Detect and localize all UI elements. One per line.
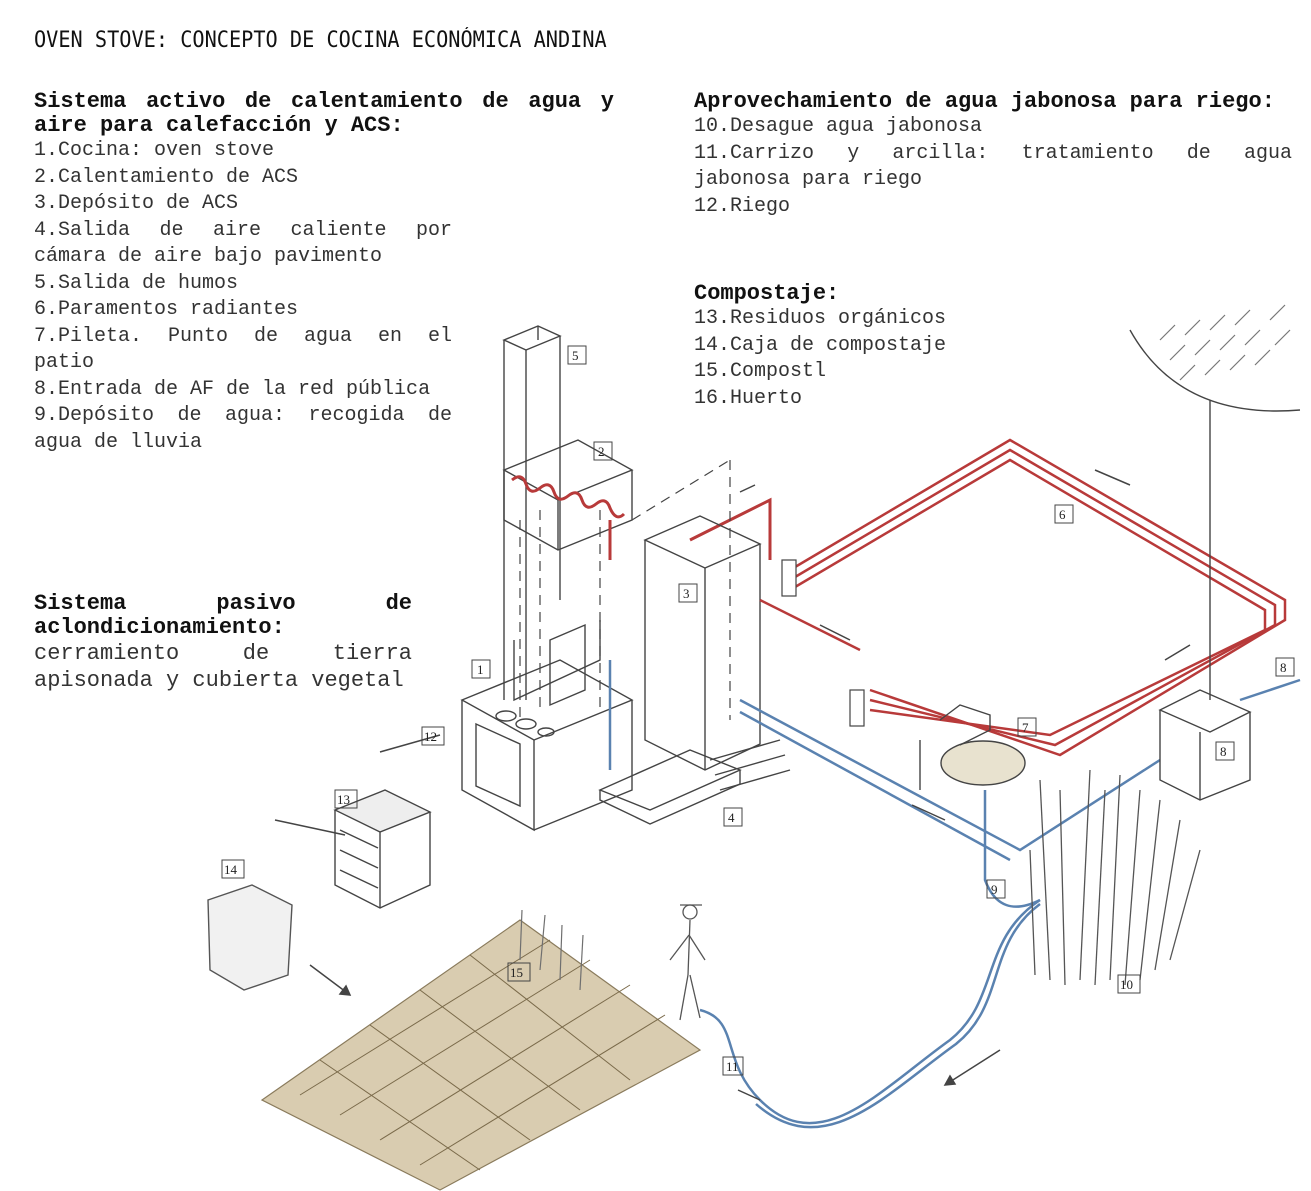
legend-item: 3.Depósito de ACS	[34, 192, 239, 215]
legend-item: 8.Entrada de AF de la red pública	[34, 377, 431, 401]
callout-7: 7	[1022, 720, 1029, 735]
radiant-wall-pipes	[759, 438, 1287, 757]
compost-bin	[333, 789, 432, 909]
legend-item: 5.Salida de humos	[34, 271, 239, 295]
soapy-water-heading: Aprovechamiento de agua jabonosa para ri…	[694, 89, 1275, 114]
legend-item: 13.Residuos orgánicos	[694, 307, 947, 330]
sink-basin	[919, 704, 1026, 790]
legend-item: 7.Pileta. Punto de agua en el patio	[34, 324, 452, 375]
compost-legend: Compostaje: 13.Residuos orgánicos 14.Caj…	[694, 282, 1094, 412]
callout-labels: 5 2 3 1 4 6 7 8 9 10 11 12 13 14 15 8	[221, 345, 1295, 1076]
legend-item: 4.Salida de aire caliente por cámara de …	[34, 218, 452, 269]
dashed-flue	[519, 459, 731, 720]
callout-8: 8	[1220, 744, 1227, 759]
legend-item: 16.Huerto	[694, 386, 803, 410]
radiant-manifolds	[781, 559, 865, 727]
compost-bag	[207, 884, 293, 991]
rain-marks	[1159, 304, 1291, 381]
callout-9: 9	[991, 882, 998, 897]
legend-item: 14.Caja de compostaje	[694, 333, 947, 357]
callout-14: 14	[224, 862, 238, 877]
callout-1: 1	[477, 662, 484, 677]
callout-12: 12	[424, 729, 437, 744]
flow-arrows	[274, 469, 1191, 1101]
garden-plot	[260, 909, 702, 1191]
legend-item: 6.Paramentos radiantes	[34, 298, 299, 321]
active-system-legend: Sistema activo de calentamiento de agua …	[34, 90, 614, 456]
callout-3: 3	[683, 586, 690, 601]
callout-13: 13	[337, 792, 350, 807]
legend-item: 1.Cocina: oven stove	[34, 139, 275, 162]
callout-8-inlet: 8	[1280, 660, 1287, 675]
callout-11: 11	[726, 1059, 739, 1074]
acs-heater-box	[502, 439, 634, 551]
reed-bed	[1029, 769, 1201, 986]
legend-item: 15.Compostl	[694, 360, 827, 383]
oven-stove	[460, 620, 634, 832]
hot-air-outlet	[598, 739, 791, 825]
legend-item: 12.Riego	[694, 194, 791, 218]
legend-item: 10.Desague agua jabonosa	[694, 115, 983, 138]
callout-6: 6	[1059, 507, 1066, 522]
chimney	[502, 325, 562, 700]
active-system-heading: Sistema activo de calentamiento de agua …	[34, 89, 614, 138]
compost-heading: Compostaje:	[694, 281, 840, 306]
passive-system-text: cerramiento de tierra apisonada y cubier…	[34, 641, 412, 693]
callout-4: 4	[728, 810, 735, 825]
soapy-water-legend: Aprovechamiento de agua jabonosa para ri…	[694, 90, 1292, 220]
heating-coil	[511, 475, 772, 560]
diagram-title: OVEN STOVE: CONCEPTO DE COCINA ECONÓMICA…	[34, 28, 607, 53]
callout-10: 10	[1120, 977, 1133, 992]
farmer-figure	[669, 904, 706, 1021]
rainwater-tank	[1129, 329, 1301, 801]
legend-item: 2.Calentamiento de ACS	[34, 165, 299, 189]
legend-item: 9.Depósito de agua: recogida de agua de …	[34, 404, 452, 454]
legend-item: 11.Carrizo y arcilla: tratamiento de agu…	[694, 141, 1292, 192]
acs-tank	[643, 515, 762, 771]
passive-system-heading: Sistema pasivo de aclondicionamiento:	[34, 591, 412, 640]
callout-15: 15	[510, 965, 523, 980]
cold-water-pipes	[608, 660, 1301, 1129]
callout-5: 5	[572, 348, 579, 363]
passive-system-legend: Sistema pasivo de aclondicionamiento: ce…	[34, 592, 412, 694]
callout-2: 2	[598, 444, 605, 459]
